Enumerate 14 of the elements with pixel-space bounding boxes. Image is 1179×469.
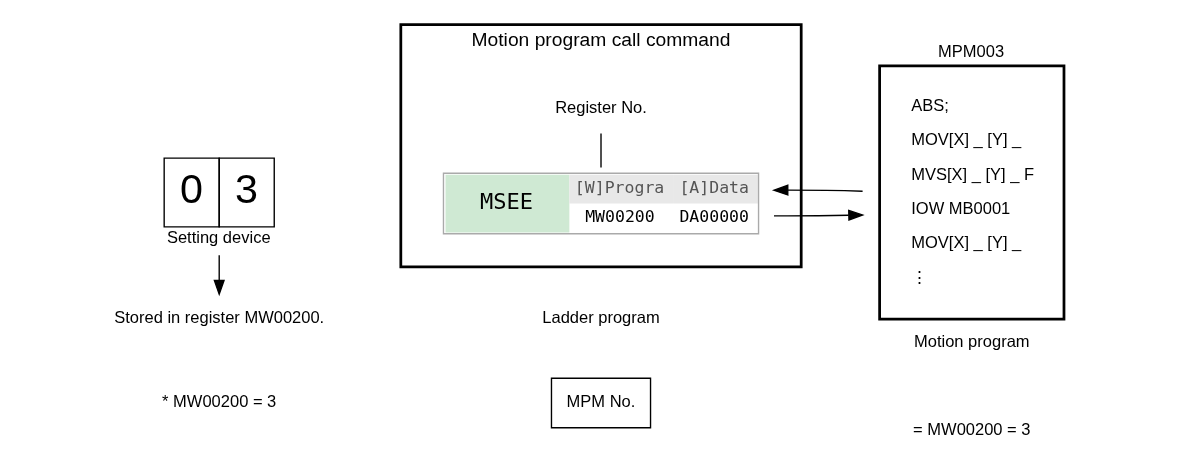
node-box: MPM No. [550,377,651,429]
node-label: Setting device [166,227,271,246]
arrow [212,254,225,297]
connector [599,132,602,169]
label: * MW00200 = 3 [161,392,276,411]
node-label: MPM003 [937,42,1004,61]
node-text: Register No. [554,97,647,116]
arrow [771,184,863,196]
node-label: Motion program [913,332,1030,351]
node-label: Ladder program [541,308,660,327]
arrow [772,209,865,222]
node-text: Stored in register MW00200. [113,308,324,327]
node-box: ABS; MOV[X] _ [Y] _ MVS[X] _ [Y] _ F IOW MB0001 MOV[X] _ [Y] _ ⋮ [877,64,1065,321]
label: = MW00200 = 3 [912,419,1031,438]
